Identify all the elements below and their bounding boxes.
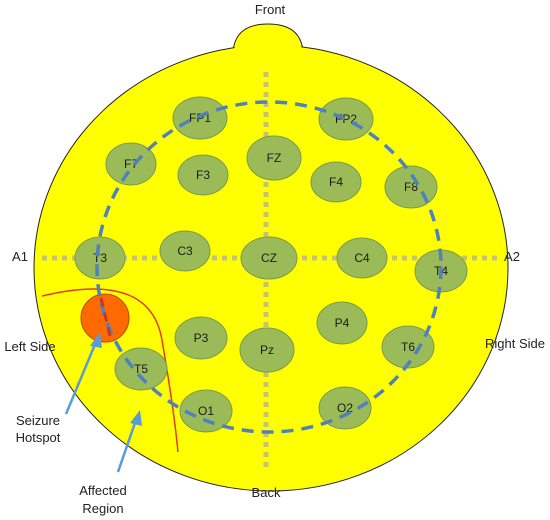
electrode-f7: F7 — [105, 142, 157, 186]
electrode-o2: O2 — [318, 386, 372, 430]
electrode-fz: FZ — [246, 135, 302, 181]
seizure-hotspot-arrow — [64, 341, 98, 415]
right-side-label: Right Side — [485, 336, 545, 351]
electrode-label: F7 — [124, 157, 138, 171]
seizure-hotspot-label-line2: Hotspot — [16, 430, 61, 445]
electrode-label: P4 — [335, 316, 350, 330]
electrode-label: Pz — [260, 343, 274, 357]
electrode-p4: P4 — [316, 301, 368, 345]
electrode-f8: F8 — [384, 165, 438, 209]
electrode-label: C3 — [177, 244, 193, 258]
electrode-label: O2 — [337, 401, 353, 415]
electrode-t5: T5 — [114, 347, 168, 391]
affected-region-arrow — [116, 419, 138, 473]
a1-label: A1 — [12, 249, 28, 264]
electrode-ring-dashed — [95, 100, 443, 434]
seizure-hotspot-arrowhead — [90, 332, 102, 348]
electrode-label: F4 — [329, 175, 343, 189]
front-label: Front — [255, 2, 286, 17]
head-nose-fill — [234, 26, 302, 51]
electrode-t3: T3 — [74, 236, 126, 280]
electrode-label: F3 — [196, 168, 210, 182]
seizure-hotspot-label-line1: Seizure — [16, 413, 60, 428]
affected-region-label-line2: Region — [82, 501, 123, 516]
electrode-label: C4 — [354, 251, 370, 265]
electrode-label: CZ — [261, 251, 277, 265]
electrode-fp2: FP2 — [318, 97, 374, 141]
back-label: Back — [252, 485, 281, 500]
electrode-pz: Pz — [239, 327, 295, 373]
electrode-f3: F3 — [177, 154, 229, 196]
electrode-p3: P3 — [174, 316, 228, 360]
affected-region-outline — [41, 288, 179, 453]
electrode-label: FZ — [267, 151, 282, 165]
affected-region-arrowhead — [130, 410, 142, 426]
electrode-label: T3 — [93, 251, 107, 265]
electrode-t6: T6 — [381, 325, 435, 369]
a2-label: A2 — [504, 249, 520, 264]
electrode-cz: CZ — [240, 236, 298, 280]
electrode-label: F8 — [404, 180, 418, 194]
electrode-label: P3 — [194, 331, 209, 345]
electrode-fp1: FP1 — [172, 96, 228, 140]
electrode-f4: F4 — [310, 161, 362, 203]
hotspot-dashed-segment — [99, 297, 113, 341]
electrode-label: O1 — [198, 404, 214, 418]
electrode-label: T6 — [401, 340, 415, 354]
electrode-o1: O1 — [179, 389, 233, 433]
electrode-c4: C4 — [336, 237, 388, 279]
electrode-c3: C3 — [159, 230, 211, 272]
left-side-label: Left Side — [4, 339, 55, 354]
electrode-label: T5 — [134, 362, 148, 376]
affected-region-label-line1: Affected — [79, 483, 126, 498]
